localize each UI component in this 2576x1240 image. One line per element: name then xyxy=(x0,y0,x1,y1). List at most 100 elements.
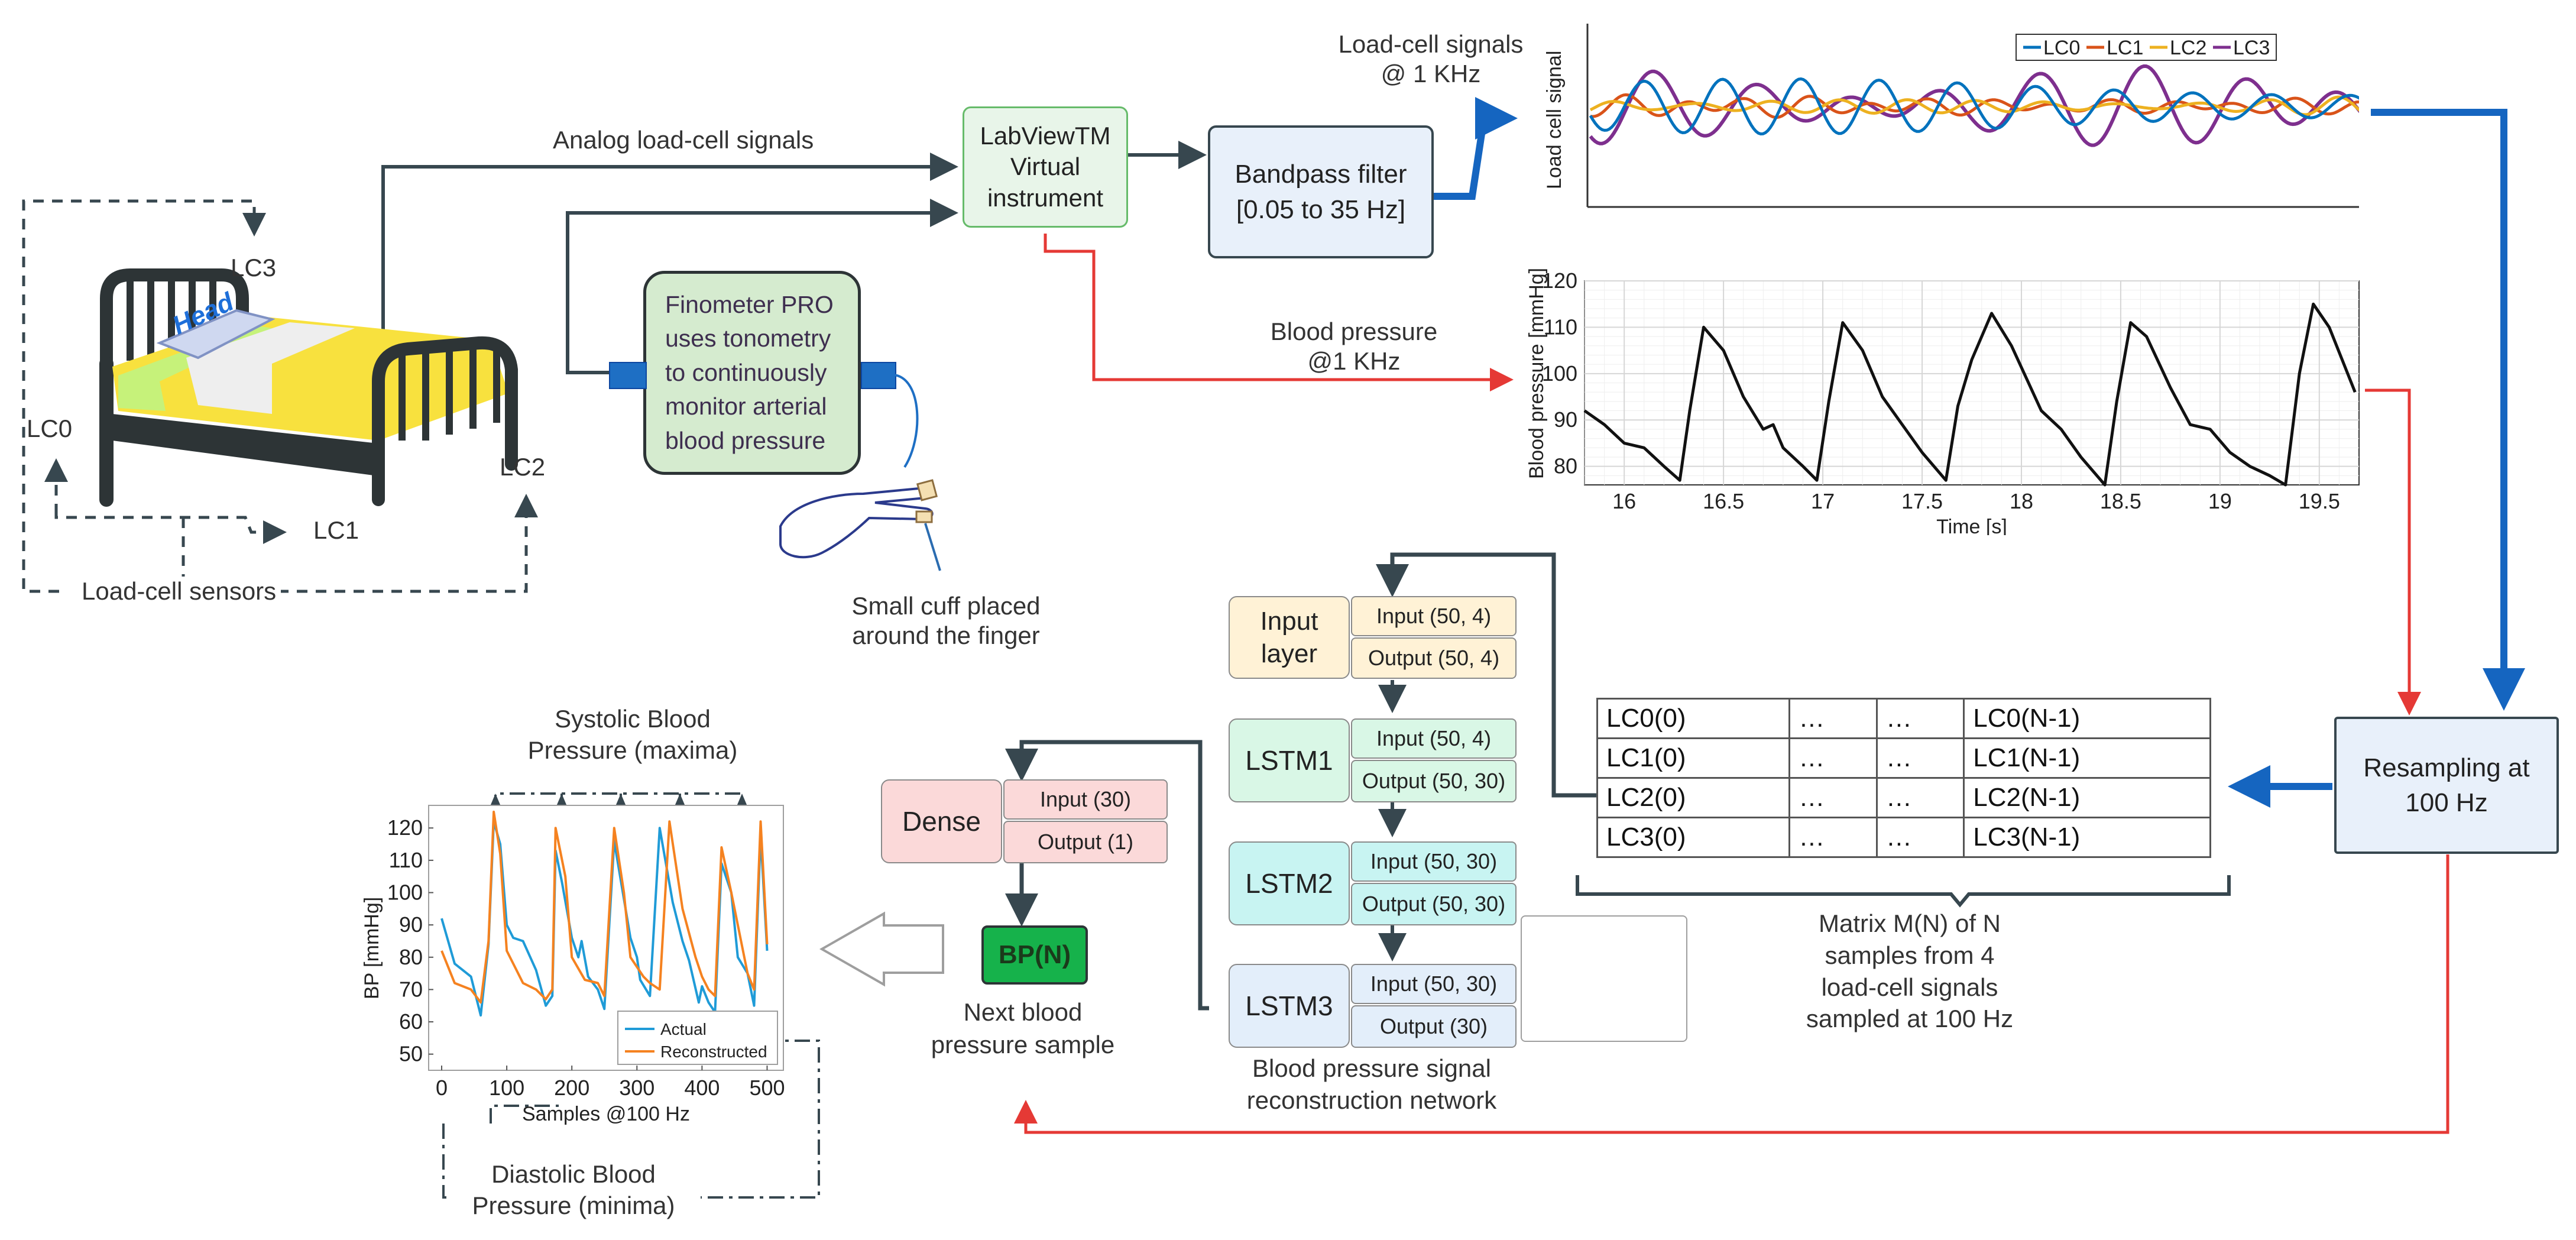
dense-out: Output (1) xyxy=(1003,821,1168,863)
matrix-cell: LC3(0) xyxy=(1596,817,1791,858)
rec-ytick: 50 xyxy=(399,1042,423,1066)
matrix-cell: LC0(0) xyxy=(1596,698,1791,739)
bp-xtick: 19 xyxy=(2208,489,2232,513)
cuff-label: Small cuff placed around the finger xyxy=(834,591,1058,651)
arrow-lstm3-dense-route xyxy=(1203,970,1209,1008)
bp-xlabel: Time [s] xyxy=(1936,516,2007,535)
labview-line3: instrument xyxy=(987,183,1104,212)
bp-xtick: 19.5 xyxy=(2299,489,2340,513)
rec-legend-label: Actual xyxy=(660,1020,707,1038)
rec-xtick: 500 xyxy=(749,1076,785,1100)
dense-box: Dense xyxy=(881,779,1002,863)
next-sample-label: Next blood pressure sample xyxy=(916,996,1129,1061)
rec-ytick: 70 xyxy=(399,977,423,1001)
input-layer-line2: layer xyxy=(1261,639,1318,668)
lc-legend-frame xyxy=(2016,34,2277,61)
labview-line1: LabViewTM xyxy=(980,121,1111,150)
matrix-cell: LC0(N-1) xyxy=(1963,698,2211,739)
rec-xtick: 200 xyxy=(554,1076,589,1100)
finometer-line3: to continuously xyxy=(665,358,827,386)
load-cell-line2: @ 1 KHz xyxy=(1381,60,1481,88)
matrix-row: LC2(0)……LC2(N-1) xyxy=(1596,777,2211,818)
matrix-brace xyxy=(1576,875,2231,908)
lc-legend-label: LC0 xyxy=(2043,37,2080,59)
lc0-label: LC0 xyxy=(27,415,73,442)
rec-ytick: 110 xyxy=(389,848,423,872)
rec-legend-frame xyxy=(617,1011,778,1065)
diastolic-line2: Pressure (minima) xyxy=(472,1191,675,1219)
systolic-line2: Pressure (maxima) xyxy=(527,736,738,764)
matrix-line1: Matrix M(N) of N xyxy=(1819,909,2001,937)
network-line2: reconstruction network xyxy=(1246,1086,1497,1114)
matrix-table: LC0(0)……LC0(N-1)LC1(0)……LC1(N-1)LC2(0)……… xyxy=(1596,698,2211,858)
arrow-filter-chart xyxy=(1434,97,1518,200)
arrow-lstm3-dense-final xyxy=(1005,740,1209,1011)
rec-ytick: 60 xyxy=(399,1009,423,1034)
matrix-row: LC1(0)……LC1(N-1) xyxy=(1596,737,2211,779)
matrix-cell: … xyxy=(1788,777,1878,818)
finometer-line4: monitor arterial xyxy=(665,393,827,420)
arrow-labview-bp xyxy=(1044,234,1514,391)
sensor-wiring xyxy=(22,199,538,593)
filter-line1: Bandpass filter xyxy=(1234,160,1407,189)
network-caption: Blood pressure signal reconstruction net… xyxy=(1230,1053,1514,1116)
lc-series-3 xyxy=(1589,64,2359,147)
connector-dense-input xyxy=(1201,970,1209,1008)
finometer-line2: uses tonometry xyxy=(665,325,831,352)
bp-series xyxy=(1583,302,2357,487)
bp-line1: Blood pressure xyxy=(1270,318,1438,345)
lc-legend-label: LC3 xyxy=(2233,37,2270,59)
rec-xtick: 400 xyxy=(684,1076,720,1100)
empty-box xyxy=(1521,915,1687,1042)
matrix-row: LC0(0)……LC0(N-1) xyxy=(1596,698,2211,739)
lstm3-in: Input (50, 30) xyxy=(1351,964,1517,1004)
arrow-lstm3-to-dense xyxy=(1203,967,1209,1008)
lstm1-box: LSTM1 xyxy=(1229,718,1350,802)
matrix-cell: … xyxy=(1875,698,1965,739)
lstm1-in: Input (50, 4) xyxy=(1351,718,1517,759)
rec-xtick: 0 xyxy=(436,1076,448,1100)
rec-ytick: 120 xyxy=(387,815,423,840)
cuff-line2: around the finger xyxy=(852,621,1040,650)
bp-ytick: 90 xyxy=(1554,407,1577,432)
lc-legend-label: LC1 xyxy=(2107,37,2143,59)
bp-output-box: BP(N) xyxy=(981,925,1088,985)
arrow-finometer-labview xyxy=(566,199,958,374)
bp-ytick: 120 xyxy=(1542,269,1577,293)
analog-signals-label: Analog load-cell signals xyxy=(553,126,814,154)
lc-series-0 xyxy=(1589,77,2359,136)
labview-line2: Virtual xyxy=(1010,153,1081,181)
lstm2-box: LSTM2 xyxy=(1229,841,1350,925)
finometer-box: Finometer PRO uses tonometry to continuo… xyxy=(643,271,861,475)
finger-cuff-icon xyxy=(779,374,941,571)
load-cell-line1: Load-cell signals xyxy=(1338,30,1524,58)
arrow-lstm3-out xyxy=(1201,973,1209,1008)
next-line2: pressure sample xyxy=(931,1030,1115,1058)
arrow-matrix-input xyxy=(1376,552,1596,798)
filter-line2: [0.05 to 35 Hz] xyxy=(1236,195,1406,224)
dense-in: Input (30) xyxy=(1003,779,1168,820)
arrow-lstm3-dense-visible xyxy=(1201,970,1209,1005)
rec-ytick: 80 xyxy=(399,945,423,969)
lc-series-group xyxy=(1589,64,2359,147)
systolic-line1: Systolic Blood xyxy=(555,705,711,733)
matrix-cell: … xyxy=(1875,737,1965,779)
bp-xtick: 18 xyxy=(2010,489,2033,513)
diastolic-line1: Diastolic Blood xyxy=(491,1160,656,1188)
blood-pressure-label: Blood pressure @1 KHz xyxy=(1242,317,1466,377)
finometer-connector-left xyxy=(609,362,647,389)
matrix-cell: LC2(N-1) xyxy=(1963,777,2211,818)
matrix-cell: LC3(N-1) xyxy=(1963,817,2211,858)
lc-ylabel: Load cell signal xyxy=(1543,51,1566,189)
matrix-cell: … xyxy=(1788,737,1878,779)
rec-legend-label: Reconstructed xyxy=(660,1042,767,1061)
hollow-arrow-to-plot xyxy=(819,911,944,987)
labview-box: LabViewTM Virtual instrument xyxy=(963,106,1128,228)
rec-ytick: 90 xyxy=(399,912,423,937)
